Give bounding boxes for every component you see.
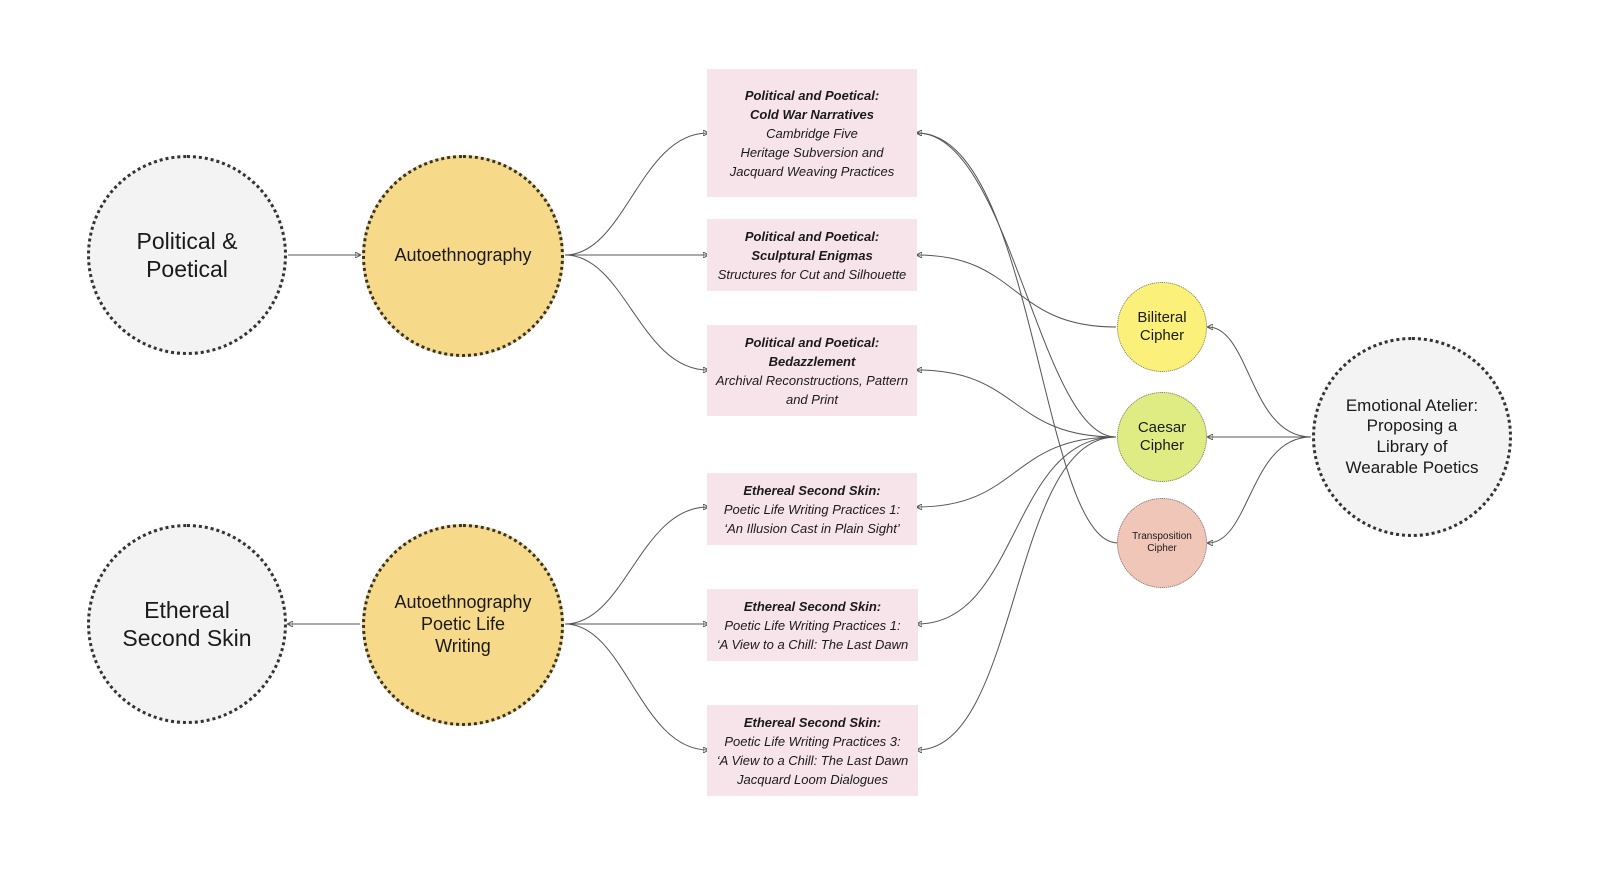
edge-auto-to-box1 bbox=[564, 133, 708, 256]
node-autoethnography-label: Autoethnography bbox=[394, 245, 532, 266]
node-emotional-atelier: Emotional Atelier: Proposing a Library o… bbox=[1312, 337, 1512, 537]
edge-caesar-to-box4 bbox=[917, 436, 1117, 507]
box-description: Poetic Life Writing Practices 1: ‘A View… bbox=[716, 617, 909, 652]
box-cold-war-narratives: Political and Poetical: Cold War Narrati… bbox=[707, 69, 917, 197]
edge-transposition-to-box1 bbox=[917, 133, 1119, 544]
node-political-poetical-label: Political & Poetical bbox=[136, 227, 238, 282]
edge-auto-to-box3 bbox=[564, 254, 708, 370]
node-biliteral-cipher: Biliteral Cipher bbox=[1117, 282, 1207, 372]
node-political-poetical: Political & Poetical bbox=[87, 155, 287, 355]
node-autoethnography-plw-label: Autoethnography Poetic Life Writing bbox=[394, 592, 532, 656]
edge-caesar-to-box1 bbox=[917, 133, 1117, 438]
node-ethereal-second-skin-label: Ethereal Second Skin bbox=[122, 596, 252, 651]
node-autoethnography-poetic-life-writing: Autoethnography Poetic Life Writing bbox=[362, 524, 564, 726]
box-title: Political and Poetical: Cold War Narrati… bbox=[744, 87, 880, 122]
box-description: Archival Reconstructions, Pattern and Pr… bbox=[715, 372, 909, 407]
node-caesar-label: Caesar Cipher bbox=[1137, 418, 1187, 454]
box-title: Ethereal Second Skin: bbox=[743, 598, 882, 614]
box-jacquard-loom-dialogues: Ethereal Second Skin: Poetic Life Writin… bbox=[707, 705, 918, 796]
edge-caesar-to-box6 bbox=[917, 436, 1117, 750]
edge-biliteral-to-box2 bbox=[917, 255, 1117, 328]
edge-plw-to-box4 bbox=[564, 507, 708, 625]
box-title: Ethereal Second Skin: bbox=[743, 482, 881, 498]
edge-caesar-to-box3 bbox=[917, 370, 1117, 438]
node-transposition-cipher: Transposition Cipher bbox=[1117, 498, 1207, 588]
box-description: Poetic Life Writing Practices 1: ‘An Ill… bbox=[723, 501, 901, 536]
edge-atelier-to-transposition bbox=[1208, 436, 1312, 543]
box-description: Structures for Cut and Silhouette bbox=[717, 266, 907, 282]
node-transposition-label: Transposition Cipher bbox=[1132, 530, 1192, 554]
box-title: Political and Poetical: Sculptural Enigm… bbox=[744, 228, 880, 263]
box-view-to-a-chill: Ethereal Second Skin: Poetic Life Writin… bbox=[707, 589, 918, 661]
box-sculptural-enigmas: Political and Poetical: Sculptural Enigm… bbox=[707, 219, 917, 291]
edge-plw-to-box6 bbox=[564, 623, 708, 750]
node-emotional-atelier-label: Emotional Atelier: Proposing a Library o… bbox=[1345, 395, 1479, 477]
edge-atelier-to-biliteral bbox=[1208, 327, 1312, 438]
box-bedazzlement: Political and Poetical: Bedazzlement Arc… bbox=[707, 325, 917, 416]
box-illusion-cast: Ethereal Second Skin: Poetic Life Writin… bbox=[707, 473, 917, 545]
box-description: Poetic Life Writing Practices 3: ‘A View… bbox=[716, 733, 909, 787]
edge-caesar-to-box5 bbox=[917, 436, 1117, 624]
box-title: Political and Poetical: Bedazzlement bbox=[744, 334, 880, 369]
node-autoethnography: Autoethnography bbox=[362, 155, 564, 357]
box-description: Cambridge Five Heritage Subversion and J… bbox=[729, 125, 895, 179]
node-caesar-cipher: Caesar Cipher bbox=[1117, 392, 1207, 482]
box-title: Ethereal Second Skin: bbox=[743, 714, 882, 730]
node-biliteral-label: Biliteral Cipher bbox=[1137, 308, 1187, 344]
node-ethereal-second-skin: Ethereal Second Skin bbox=[87, 524, 287, 724]
